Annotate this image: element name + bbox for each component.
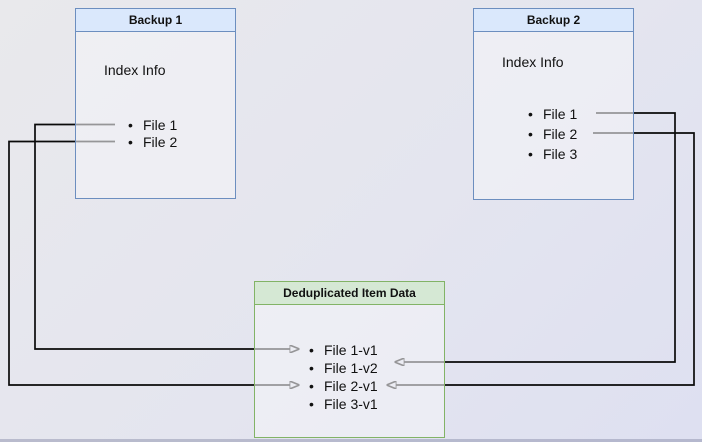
file-item: File 3	[528, 144, 577, 164]
backup2-node: Backup 2 Index Info File 1 File 2 File 3	[473, 8, 634, 200]
backup1-title: Backup 1	[76, 9, 235, 32]
dedup-item: File 1-v1	[309, 341, 378, 359]
deduplicated-item-data-node: Deduplicated Item Data File 1-v1 File 1-…	[254, 281, 445, 438]
dedup-item-list: File 1-v1 File 1-v2 File 2-v1 File 3-v1	[309, 341, 378, 413]
dedup-item: File 1-v2	[309, 359, 378, 377]
backup1-node: Backup 1 Index Info File 1 File 2	[75, 8, 236, 199]
backup1-index-info-label: Index Info	[104, 62, 166, 78]
backup2-index-info-label: Index Info	[502, 54, 564, 70]
backup2-file-list: File 1 File 2 File 3	[528, 104, 577, 164]
file-item: File 2	[528, 124, 577, 144]
backup2-title: Backup 2	[474, 9, 633, 32]
file-item: File 1	[128, 117, 177, 134]
file-item: File 2	[128, 134, 177, 151]
window-bottom-edge	[0, 439, 702, 442]
dedup-title: Deduplicated Item Data	[255, 282, 444, 305]
dedup-item: File 2-v1	[309, 377, 378, 395]
dedup-item: File 3-v1	[309, 395, 378, 413]
backup1-file-list: File 1 File 2	[128, 117, 177, 151]
file-item: File 1	[528, 104, 577, 124]
